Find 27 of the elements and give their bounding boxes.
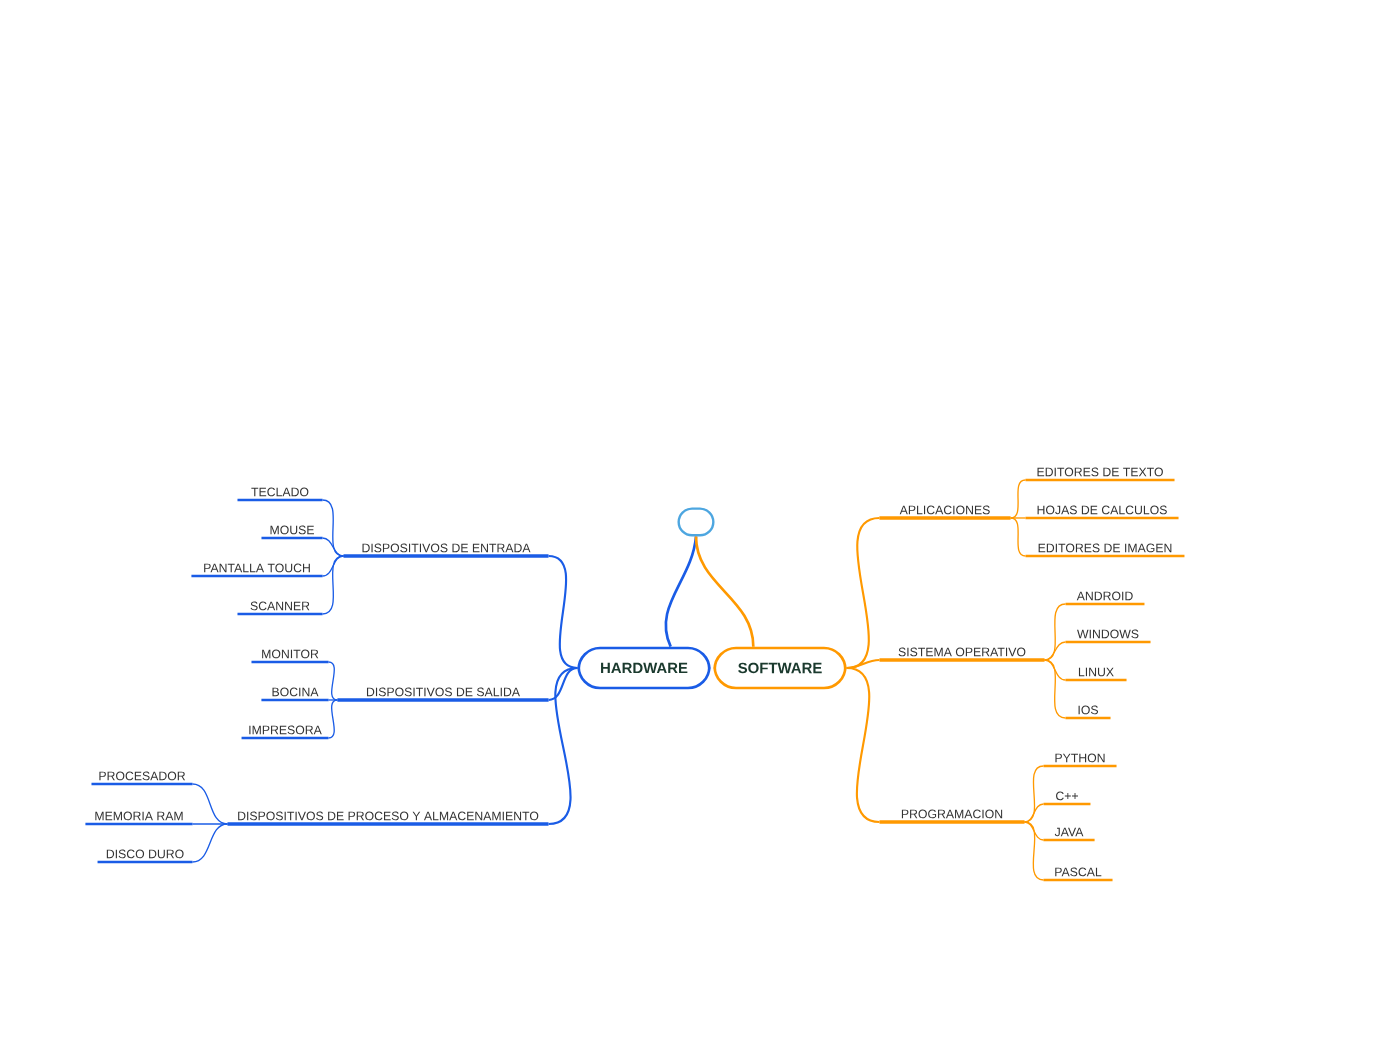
connector-line <box>321 555 345 577</box>
connector-line <box>1009 517 1027 519</box>
connector-line <box>321 555 345 615</box>
connector-line <box>664 536 698 648</box>
connector-line <box>191 823 229 863</box>
empty-box <box>677 507 715 537</box>
connector-line <box>321 537 345 557</box>
connector-line <box>1023 765 1045 823</box>
connector-line <box>1023 803 1045 823</box>
connector-line <box>327 699 339 701</box>
connector-line <box>694 536 755 647</box>
connector-line <box>1043 659 1067 681</box>
connector-line <box>327 699 339 739</box>
connector-line <box>191 783 229 825</box>
connector-line <box>846 658 880 670</box>
connector-line <box>1023 821 1045 841</box>
connector-line <box>1023 821 1045 881</box>
connector-line <box>548 666 578 826</box>
connector-line <box>1043 659 1067 719</box>
connector-line <box>846 666 880 823</box>
connector-line <box>1009 517 1027 557</box>
connector-line <box>327 661 339 701</box>
connector-line <box>548 554 578 669</box>
connector-line <box>1043 641 1067 661</box>
connector-line <box>548 666 578 702</box>
connector-line <box>1009 479 1027 519</box>
connector-line <box>191 823 229 825</box>
